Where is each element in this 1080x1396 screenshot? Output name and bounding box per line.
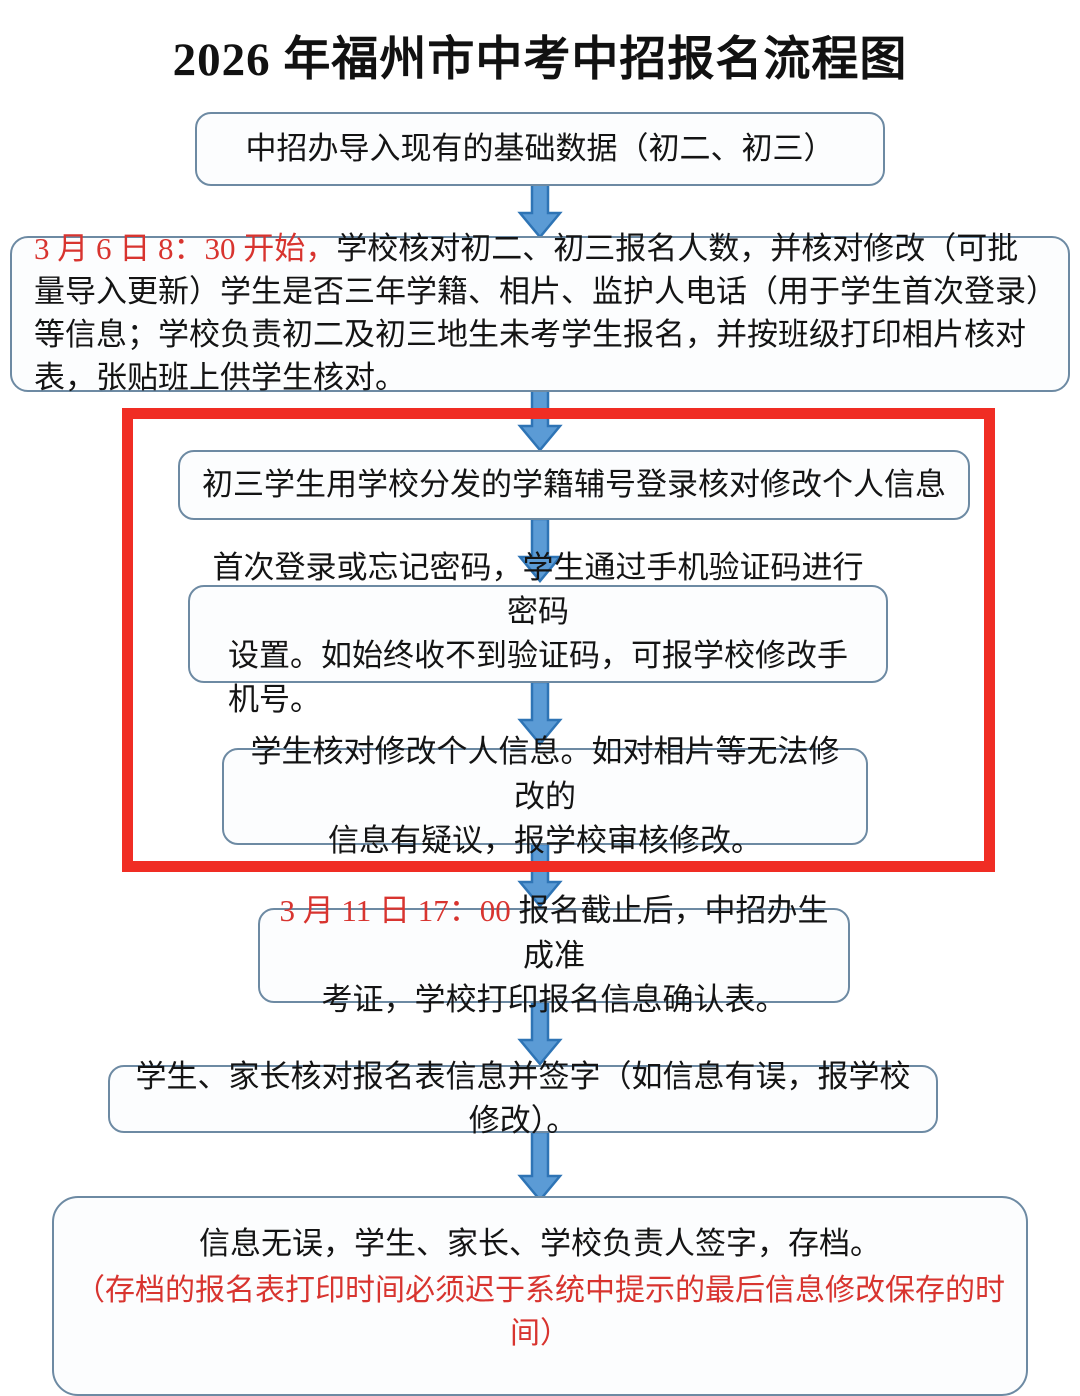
flow-box-step8-line2: （存档的报名表打印时间必须迟于系统中提示的最后信息修改保存的时间） bbox=[75, 1274, 1005, 1350]
arrow-step2-to-step3 bbox=[512, 390, 568, 452]
flow-box-step2-red-prefix: 3 月 6 日 8：30 开始， bbox=[34, 231, 337, 267]
flow-box-step4-line1: 首次登录或忘记密码，学生通过手机验证码进行密码 bbox=[212, 549, 864, 629]
flow-box-step8: 信息无误，学生、家长、学校负责人签字，存档。 （存档的报名表打印时间必须迟于系统… bbox=[52, 1196, 1028, 1396]
flow-box-step5-line2: 信息有疑议，报学校审核修改。 bbox=[328, 822, 762, 858]
arrow-step1-to-step2 bbox=[512, 183, 568, 239]
flowchart-canvas: 2026 年福州市中考中招报名流程图 中招办导入现有的基础数据（初二、初三） 3… bbox=[10, 34, 1070, 1396]
arrow-step5-to-step6 bbox=[512, 844, 568, 908]
arrow-step3-to-step4 bbox=[512, 519, 568, 583]
flow-box-step3-text: 初三学生用学校分发的学籍辅号登录核对修改个人信息 bbox=[202, 466, 946, 502]
flow-box-step7: 学生、家长核对报名表信息并签字（如信息有误，报学校修改）。 bbox=[108, 1059, 938, 1138]
flow-box-step1-text: 中招办导入现有的基础数据（初二、初三） bbox=[245, 130, 835, 166]
page-title: 2026 年福州市中考中招报名流程图 bbox=[172, 34, 908, 86]
arrow-step6-to-step7 bbox=[512, 1002, 568, 1066]
flow-box-step4: 首次登录或忘记密码，学生通过手机验证码进行密码 设置。如始终收不到验证码，可报学… bbox=[188, 550, 888, 717]
flow-box-step6-line1-rest: 报名截止后，中招办生成准 bbox=[518, 893, 829, 973]
flow-box-step4-line2: 设置。如始终收不到验证码，可报学校修改手机号。 bbox=[228, 638, 848, 718]
flow-box-step2-content: 3 月 6 日 8：30 开始，学校核对初二、初三报名人数，并核对修改（可批量导… bbox=[12, 228, 1068, 399]
flow-box-step2-text: 学校核对初二、初三报名人数，并核对修改（可批量导入更新）学生是否三年学籍、相片、… bbox=[34, 231, 1042, 395]
highlight-frame bbox=[122, 408, 995, 872]
flow-box-step1: 中招办导入现有的基础数据（初二、初三） bbox=[195, 112, 885, 186]
flow-box-step6: 3 月 11 日 17：00 报名截止后，中招办生成准 考证，学校打印报名信息确… bbox=[258, 893, 850, 1017]
flow-box-step2: 3 月 6 日 8：30 开始，学校核对初二、初三报名人数，并核对修改（可批量导… bbox=[10, 231, 1070, 395]
arrow-step7-to-step8 bbox=[512, 1132, 568, 1202]
flow-box-step3: 初三学生用学校分发的学籍辅号登录核对修改个人信息 bbox=[178, 450, 970, 520]
flow-box-step8-line1: 信息无误，学生、家长、学校负责人签字，存档。 bbox=[199, 1226, 881, 1262]
flow-box-step7-text: 学生、家长核对报名表信息并签字（如信息有误，报学校修改）。 bbox=[135, 1058, 911, 1138]
flow-box-step5: 学生核对修改个人信息。如对相片等无法修改的 信息有疑议，报学校审核修改。 bbox=[222, 734, 868, 858]
flow-box-step6-red-prefix: 3 月 11 日 17：00 bbox=[279, 893, 519, 929]
arrow-step4-to-step5 bbox=[512, 682, 568, 746]
flow-box-step5-line1: 学生核对修改个人信息。如对相片等无法修改的 bbox=[250, 734, 840, 814]
flow-box-step6-line2: 考证，学校打印报名信息确认表。 bbox=[321, 981, 787, 1017]
